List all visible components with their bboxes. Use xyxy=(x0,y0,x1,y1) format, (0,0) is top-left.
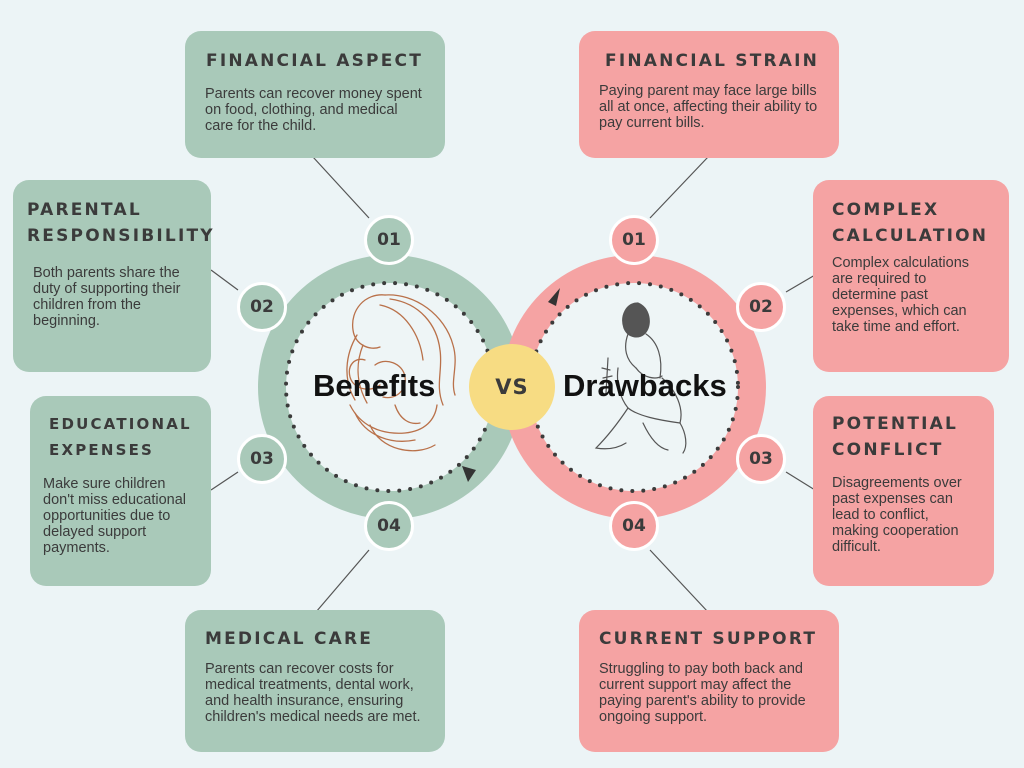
benefit-card-text: Parents can recover money spent on food,… xyxy=(205,86,422,134)
drawback-card-financial-strain: FINANCIAL STRAIN Paying parent may face … xyxy=(579,31,839,158)
benefit-badge-02: 02 xyxy=(237,282,287,332)
drawback-card-text: Paying parent may face large bills all a… xyxy=(599,83,818,131)
vs-badge: VS xyxy=(469,344,555,430)
connector-line-benefit-02 xyxy=(210,269,239,291)
drawback-card-complex-calculation: COMPLEX CALCULATION Complex calculations… xyxy=(813,180,1009,372)
benefit-card-text: Make sure children don't miss educationa… xyxy=(43,476,187,556)
drawback-card-title: FINANCIAL STRAIN xyxy=(605,51,820,71)
benefit-card-title: EDUCATIONAL EXPENSES xyxy=(49,415,192,459)
benefit-card-financial-aspect: FINANCIAL ASPECT Parents can recover mon… xyxy=(185,31,445,158)
drawback-card-current-support: CURRENT SUPPORT Struggling to pay both b… xyxy=(579,610,839,752)
connector-line-benefit-04 xyxy=(315,549,370,613)
mother-child-illustration-icon xyxy=(346,294,456,452)
connector-line-drawback-04 xyxy=(649,549,709,613)
benefit-card-title: FINANCIAL ASPECT xyxy=(206,51,424,71)
connector-line-benefit-03 xyxy=(210,471,239,491)
connector-line-drawback-02 xyxy=(785,274,816,293)
benefit-badge-04: 04 xyxy=(364,501,414,551)
drawback-card-title: COMPLEX CALCULATION xyxy=(832,200,989,246)
benefit-card-title: PARENTAL RESPONSIBILITY xyxy=(27,200,215,246)
drawback-card-text: Disagreements over past expenses can lea… xyxy=(832,475,962,555)
connector-line-benefit-01 xyxy=(312,156,370,219)
drawback-badge-01: 01 xyxy=(609,215,659,265)
drawback-card-potential-conflict: POTENTIAL CONFLICT Disagreements over pa… xyxy=(813,396,994,586)
drawbacks-arrowhead-icon xyxy=(548,288,560,306)
benefit-card-title: MEDICAL CARE xyxy=(205,629,374,649)
benefit-card-text: Parents can recover costs for medical tr… xyxy=(205,661,421,725)
benefit-card-educational-expenses: EDUCATIONAL EXPENSES Make sure children … xyxy=(30,396,211,586)
connector-line-drawback-03 xyxy=(785,471,816,491)
benefit-badge-01: 01 xyxy=(364,215,414,265)
benefit-card-text: Both parents share the duty of supportin… xyxy=(33,265,181,329)
drawback-card-title: CURRENT SUPPORT xyxy=(599,629,818,649)
benefit-badge-03: 03 xyxy=(237,434,287,484)
drawbacks-heading: Drawbacks xyxy=(563,368,727,403)
benefit-card-medical-care: MEDICAL CARE Parents can recover costs f… xyxy=(185,610,445,752)
benefit-card-parental-responsibility: PARENTAL RESPONSIBILITY Both parents sha… xyxy=(13,180,213,372)
connector-line-drawback-01 xyxy=(649,156,709,219)
drawback-card-text: Struggling to pay both back and current … xyxy=(599,661,806,725)
drawback-card-title: POTENTIAL CONFLICT xyxy=(832,414,959,460)
drawback-badge-03: 03 xyxy=(736,434,786,484)
benefits-arrowhead-icon xyxy=(462,466,476,482)
seated-woman-illustration-icon xyxy=(594,302,687,454)
drawback-card-text: Complex calculations are required to det… xyxy=(832,255,970,335)
benefits-heading: Benefits xyxy=(313,368,436,403)
drawback-badge-02: 02 xyxy=(736,282,786,332)
drawback-badge-04: 04 xyxy=(609,501,659,551)
drawbacks-dotted-circle xyxy=(528,281,740,493)
